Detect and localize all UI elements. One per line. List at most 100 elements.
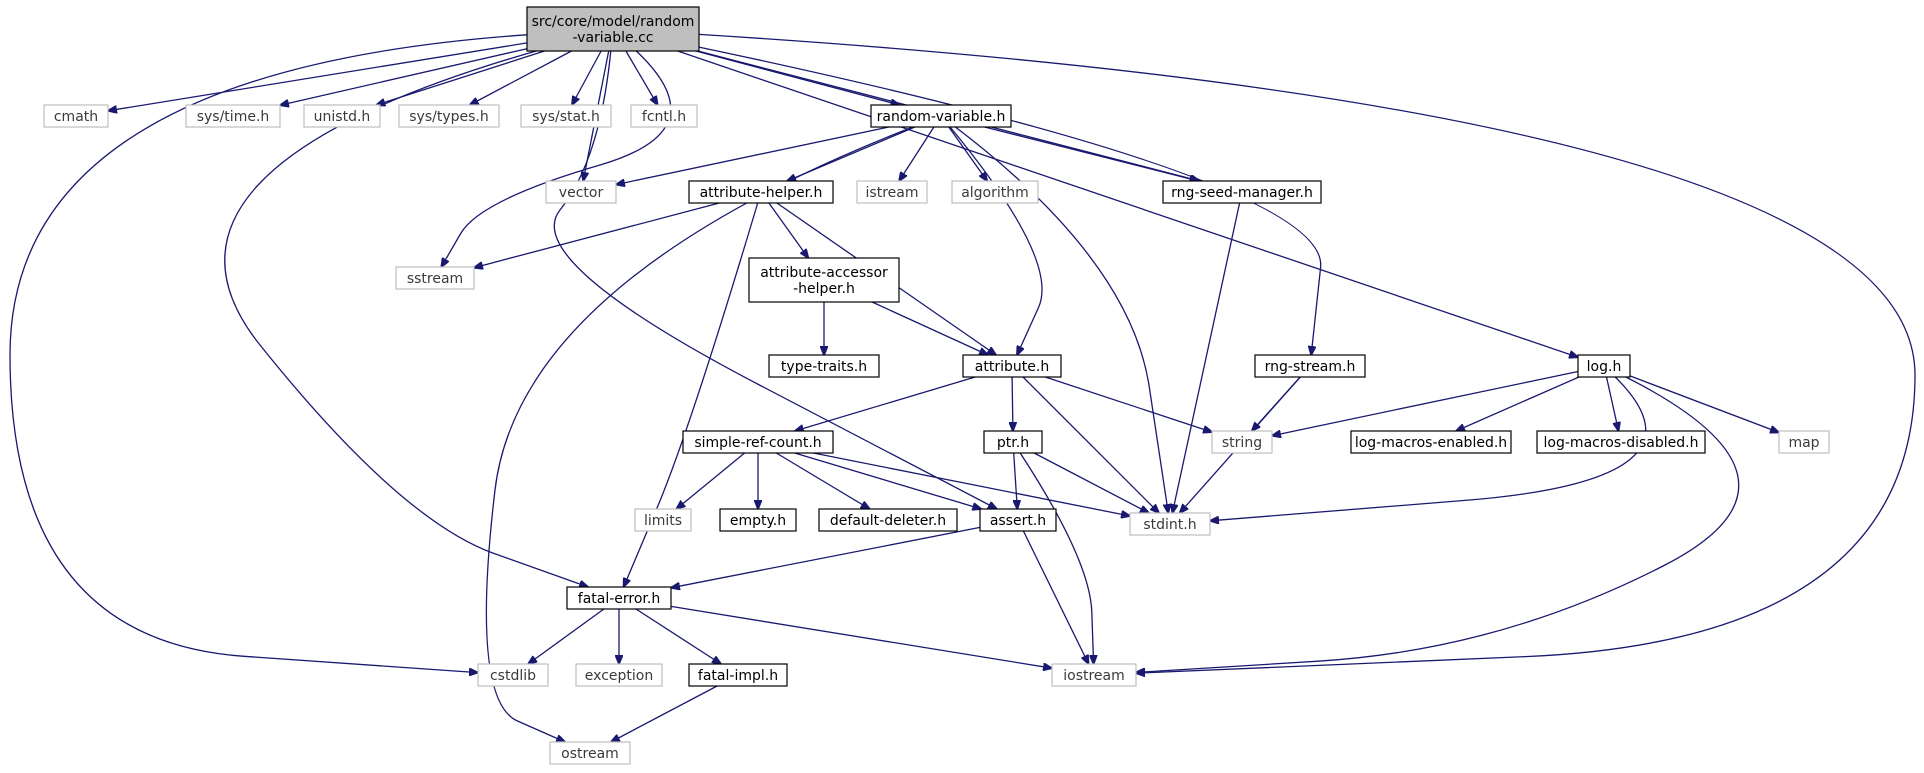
edge-log-to-logmacrosenabled [1456, 376, 1580, 431]
edge-fatalimpl-to-ostream [611, 685, 718, 742]
node-fcntl[interactable]: fcntl.h [630, 104, 698, 128]
node-limits[interactable]: limits [634, 508, 692, 532]
node-randomvariable[interactable]: random-variable.h [870, 104, 1012, 128]
node-label: exception [585, 668, 653, 684]
node-box [1577, 354, 1631, 378]
edge-assert-to-fatalerror [671, 526, 981, 587]
node-fatalerror[interactable]: fatal-error.h [566, 586, 672, 610]
node-systime[interactable]: sys/time.h [185, 104, 281, 128]
node-label: istream [866, 185, 919, 201]
node-label: log-macros-disabled.h [1544, 435, 1699, 451]
node-label: iostream [1063, 668, 1125, 684]
node-assert[interactable]: assert.h [979, 508, 1057, 532]
edge-log-to-logmacrosdisabled [1605, 376, 1619, 431]
node-sstream[interactable]: sstream [395, 266, 475, 290]
edge-log-to-string [1272, 370, 1579, 436]
node-label: unistd.h [314, 109, 371, 125]
node-box [1051, 663, 1137, 687]
node-label: cmath [54, 109, 98, 125]
node-log[interactable]: log.h [1577, 354, 1631, 378]
node-label: attribute-helper.h [700, 185, 823, 201]
edge-attributehelper-to-fatalerror [624, 202, 759, 587]
node-stdint[interactable]: stdint.h [1129, 512, 1211, 536]
node-box [575, 663, 663, 687]
node-attributeaccessor[interactable]: attribute-accessor-helper.h [748, 257, 900, 303]
node-box [398, 104, 500, 128]
node-label: ptr.h [997, 435, 1029, 451]
node-box [688, 663, 788, 687]
node-root[interactable]: src/core/model/random-variable.cc [526, 6, 700, 52]
node-cmath[interactable]: cmath [43, 104, 109, 128]
node-label: ostream [561, 746, 619, 762]
node-rngseedmanager[interactable]: rng-seed-manager.h [1162, 180, 1322, 204]
node-box [682, 430, 834, 454]
node-attribute[interactable]: attribute.h [962, 354, 1062, 378]
node-istream[interactable]: istream [856, 180, 928, 204]
edge-randomvariable-to-istream [899, 126, 935, 181]
edge-attribute-to-string [1045, 376, 1212, 432]
edge-root-to-fatalerror [224, 50, 588, 587]
edge-randomvariable-to-attribute [949, 126, 1043, 355]
node-attributehelper[interactable]: attribute-helper.h [688, 180, 834, 204]
node-label: default-deleter.h [830, 513, 946, 529]
edge-root-to-rngstream [698, 46, 1322, 355]
node-sysstat[interactable]: sys/stat.h [520, 104, 612, 128]
node-ptr[interactable]: ptr.h [983, 430, 1043, 454]
node-string[interactable]: string [1211, 430, 1273, 454]
node-label: sstream [407, 271, 463, 287]
edge-attributehelper-to-sstream [474, 202, 720, 268]
edge-root-to-systypes [470, 50, 572, 105]
edge-root-to-sstream [441, 50, 672, 267]
node-box [549, 741, 631, 765]
node-algorithm[interactable]: algorithm [951, 180, 1039, 204]
node-box [566, 586, 672, 610]
node-simplerefcount[interactable]: simple-ref-count.h [682, 430, 834, 454]
node-box [979, 508, 1057, 532]
node-cstdlib[interactable]: cstdlib [477, 663, 549, 687]
node-label: stdint.h [1143, 517, 1196, 533]
edge-fatalerror-to-cstdlib [528, 608, 605, 664]
node-box [983, 430, 1043, 454]
edge-attributehelper-to-attributeaccessor [768, 202, 808, 258]
edge-ptr-to-stdint [1033, 452, 1149, 513]
node-box [43, 104, 109, 128]
node-defaultdeleter[interactable]: default-deleter.h [818, 508, 958, 532]
node-label: sys/types.h [409, 109, 488, 125]
node-empty[interactable]: empty.h [719, 508, 797, 532]
edge-rngseedmanager-to-stdint [1172, 202, 1241, 513]
node-box [768, 354, 880, 378]
node-exception[interactable]: exception [575, 663, 663, 687]
edge-attribute-to-stdint [1022, 376, 1159, 513]
edge-log-to-stdint [1210, 376, 1647, 521]
node-logmacrosdisabled[interactable]: log-macros-disabled.h [1536, 430, 1706, 454]
node-box [1536, 430, 1706, 454]
node-ostream[interactable]: ostream [549, 741, 631, 765]
node-rngstream[interactable]: rng-stream.h [1254, 354, 1366, 378]
node-box [303, 104, 381, 128]
edge-randomvariable-to-vector [616, 126, 890, 185]
node-label: algorithm [961, 185, 1029, 201]
node-label: simple-ref-count.h [694, 435, 821, 451]
node-fatalimpl[interactable]: fatal-impl.h [688, 663, 788, 687]
node-label: fcntl.h [642, 109, 686, 125]
edge-ptr-to-assert [1014, 452, 1018, 509]
edge-randomvariable-to-stdint [955, 126, 1168, 513]
node-label: -variable.cc [573, 30, 654, 46]
node-vector[interactable]: vector [545, 180, 617, 204]
node-box [1162, 180, 1322, 204]
edge-simplerefcount-to-defaultdeleter [775, 452, 869, 509]
edge-log-to-map [1629, 375, 1779, 433]
node-unistd[interactable]: unistd.h [303, 104, 381, 128]
node-systypes[interactable]: sys/types.h [398, 104, 500, 128]
node-iostream[interactable]: iostream [1051, 663, 1137, 687]
node-typetraits[interactable]: type-traits.h [768, 354, 880, 378]
node-logmacrosenabled[interactable]: log-macros-enabled.h [1350, 430, 1512, 454]
edge-fatalerror-to-fatalimpl [635, 608, 721, 664]
node-box [545, 180, 617, 204]
node-label: attribute.h [975, 359, 1049, 375]
node-box [856, 180, 928, 204]
node-label: string [1222, 435, 1262, 451]
edge-randomvariable-to-rngseedmanager [984, 126, 1199, 181]
edge-assert-to-iostream [1022, 530, 1088, 664]
node-map[interactable]: map [1778, 430, 1830, 454]
